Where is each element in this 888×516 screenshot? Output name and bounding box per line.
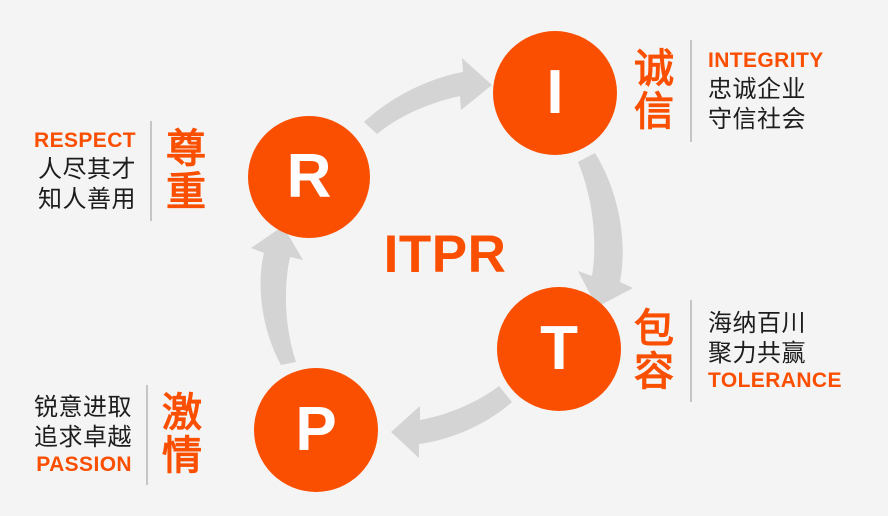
integrity-vertical-char-1: 诚 xyxy=(634,45,674,92)
tolerance-vertical-char-1: 包 xyxy=(634,305,674,352)
respect-divider xyxy=(150,121,152,221)
node-letter-i: I xyxy=(546,58,564,127)
respect-vertical-char-1: 尊 xyxy=(166,125,206,172)
respect-chinese-line-1: 人尽其才 xyxy=(38,154,136,183)
center-acronym: ITPR xyxy=(383,225,507,284)
passion-divider xyxy=(146,385,148,485)
passion-vertical-word: 激 情 xyxy=(162,389,202,479)
node-circle-integrity[interactable]: I xyxy=(493,31,617,155)
arrow-i-to-t-icon xyxy=(578,153,633,307)
node-letter-t: T xyxy=(540,314,578,383)
respect-english-label: RESPECT xyxy=(34,128,136,152)
node-circle-respect[interactable]: R xyxy=(248,116,370,238)
respect-vertical-word: 尊 重 xyxy=(166,125,206,215)
integrity-chinese-line-1: 忠诚企业 xyxy=(708,74,806,103)
node-circle-tolerance[interactable]: T xyxy=(497,287,621,411)
node-circle-passion[interactable]: P xyxy=(254,368,378,492)
integrity-vertical-char-2: 信 xyxy=(634,89,674,135)
arrow-p-to-r-icon xyxy=(251,226,303,365)
tolerance-chinese-line-1: 海纳百川 xyxy=(708,308,806,337)
passion-text-column: 锐意进取 追求卓越 PASSION xyxy=(34,392,132,478)
arrow-r-to-i-icon xyxy=(364,58,492,134)
value-block-passion: 锐意进取 追求卓越 PASSION 激 情 xyxy=(34,376,202,494)
respect-text-column: RESPECT 人尽其才 知人善用 xyxy=(34,128,136,214)
tolerance-chinese-line-2: 聚力共赢 xyxy=(708,339,806,368)
passion-vertical-char-2: 情 xyxy=(162,433,202,479)
value-block-tolerance: 包 容 海纳百川 聚力共赢 TOLERANCE xyxy=(634,292,842,410)
tolerance-vertical-word: 包 容 xyxy=(634,305,674,395)
tolerance-vertical-char-2: 容 xyxy=(634,349,674,395)
value-block-respect: RESPECT 人尽其才 知人善用 尊 重 xyxy=(34,112,206,230)
tolerance-divider xyxy=(690,300,692,402)
passion-english-label: PASSION xyxy=(36,453,132,477)
passion-vertical-char-1: 激 xyxy=(162,389,202,436)
integrity-chinese-line-2: 守信社会 xyxy=(708,104,806,133)
respect-chinese-line-2: 知人善用 xyxy=(38,184,136,213)
integrity-vertical-word: 诚 信 xyxy=(634,45,674,135)
integrity-english-label: INTEGRITY xyxy=(708,48,824,72)
node-letter-r: R xyxy=(286,142,332,211)
node-letter-p: P xyxy=(295,395,337,464)
passion-chinese-line-2: 追求卓越 xyxy=(34,423,132,452)
value-block-integrity: 诚 信 INTEGRITY 忠诚企业 守信社会 xyxy=(634,32,824,150)
respect-vertical-char-2: 重 xyxy=(166,169,206,215)
tolerance-english-label: TOLERANCE xyxy=(708,369,842,393)
arrow-t-to-p-icon xyxy=(391,386,512,458)
integrity-text-column: INTEGRITY 忠诚企业 守信社会 xyxy=(708,48,824,134)
integrity-divider xyxy=(690,40,692,142)
tolerance-text-column: 海纳百川 聚力共赢 TOLERANCE xyxy=(708,308,842,394)
passion-chinese-line-1: 锐意进取 xyxy=(34,392,132,421)
